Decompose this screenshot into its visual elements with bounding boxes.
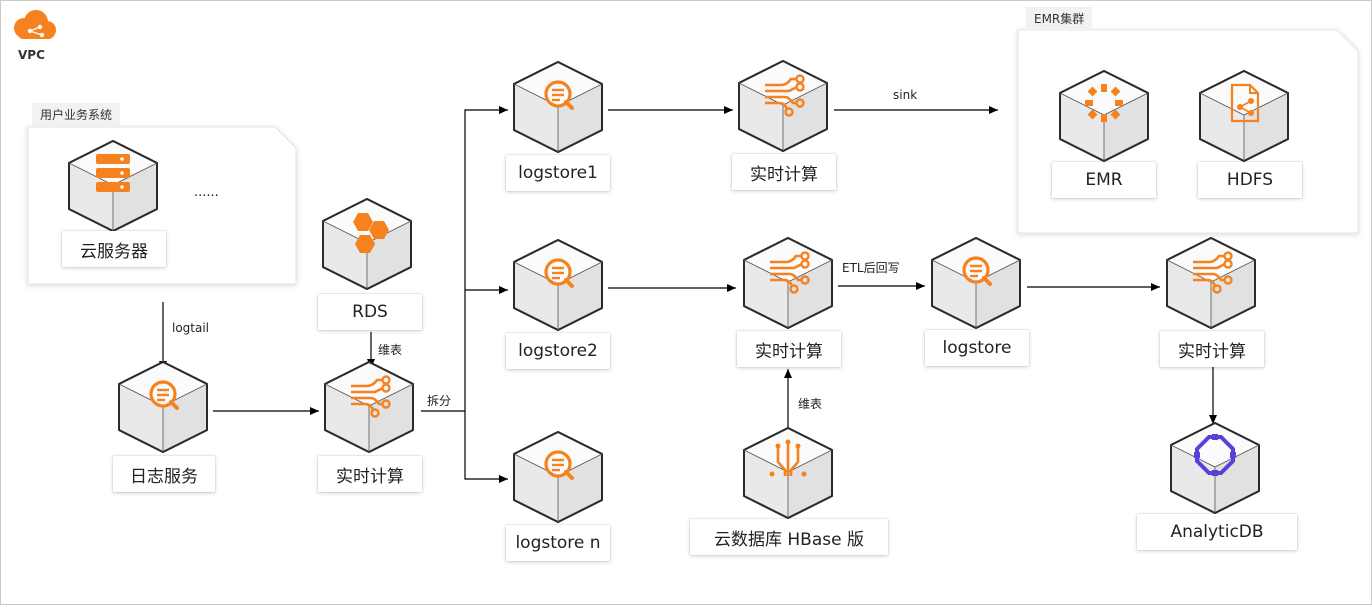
vpc-label: VPC	[18, 48, 45, 62]
logstore1-node-cube	[513, 61, 603, 153]
edge-label-dim-table-2: 维表	[798, 397, 823, 411]
user-system-group-title: 用户业务系统	[32, 103, 121, 126]
edge-label-logtail: logtail	[172, 321, 210, 335]
edge-split-logstoren	[464, 411, 508, 483]
edge-label-dim-table-1: 维表	[378, 343, 403, 357]
logstore2-node-cube	[513, 239, 603, 331]
cloud-icon	[14, 10, 56, 39]
log-service-label: 日志服务	[113, 456, 215, 492]
rt-compute-2-node-cube	[743, 237, 833, 329]
rt-compute-1-node-cube	[738, 60, 828, 152]
rt-compute-3-label: 实时计算	[1160, 331, 1264, 367]
hbase-node-cube	[743, 427, 833, 519]
logstore1-label: logstore1	[506, 155, 610, 191]
logstore-node-cube	[931, 237, 1021, 329]
edge-label-split: 拆分	[427, 394, 452, 408]
rt-compute-3-node-cube	[1166, 237, 1256, 329]
logstore2-label: logstore2	[506, 333, 610, 369]
hdfs-label: HDFS	[1198, 162, 1302, 198]
logstore-label: logstore	[925, 330, 1029, 366]
rt-compute-1-label: 实时计算	[732, 154, 836, 190]
server-ellipsis: ......	[194, 185, 219, 200]
emr-label: EMR	[1052, 162, 1156, 198]
rds-label: RDS	[318, 294, 422, 330]
rt-compute-2-label: 实时计算	[737, 331, 841, 367]
rt-compute-main-label: 实时计算	[318, 456, 422, 492]
analyticdb-node-cube	[1170, 422, 1260, 514]
edge-label-sink: sink	[893, 88, 918, 102]
rds-node-cube	[322, 198, 412, 290]
connectors	[159, 106, 1217, 483]
logstoren-node-cube	[513, 431, 603, 523]
hbase-label: 云数据库 HBase 版	[690, 519, 888, 555]
analyticdb-label: AnalyticDB	[1137, 514, 1297, 550]
emr-cluster-group-title: EMR集群	[1026, 7, 1093, 30]
edge-label-etl-writeback: ETL后回写	[842, 261, 900, 275]
edge-rt-split	[421, 106, 508, 412]
log-service-node-cube	[118, 361, 208, 453]
server-icon	[96, 154, 130, 192]
server-label: 云服务器	[62, 231, 166, 267]
rt-compute-main-node-cube	[324, 361, 414, 453]
logstoren-label: logstore n	[506, 525, 610, 561]
